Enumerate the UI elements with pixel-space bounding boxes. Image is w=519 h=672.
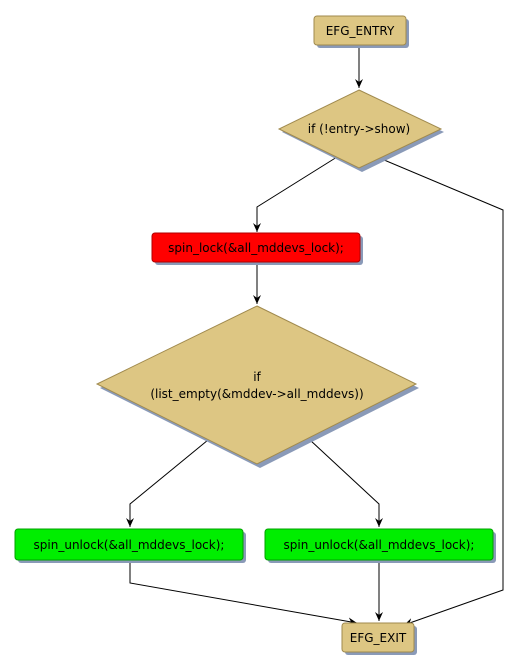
edges: [126, 46, 504, 626]
decision-empty-node: if (list_empty(&mddev->all_mddevs)): [95, 305, 419, 468]
entry-label: EFG_ENTRY: [326, 24, 395, 38]
spin-unlock-right-node: spin_unlock(&all_mddevs_lock);: [264, 528, 496, 563]
edge-show-to-exit: [376, 156, 504, 626]
decision-empty-label-line1: if: [253, 370, 261, 384]
spin-lock-label: spin_lock(&all_mddevs_lock);: [168, 241, 344, 255]
spin-lock-node: spin_lock(&all_mddevs_lock);: [151, 232, 363, 265]
spin-unlock-right-label: spin_unlock(&all_mddevs_lock);: [284, 538, 475, 552]
exit-label: EFG_EXIT: [350, 631, 407, 645]
spin-unlock-left-node: spin_unlock(&all_mddevs_lock);: [14, 528, 246, 563]
edge-show-to-spinlock: [253, 156, 338, 232]
edge-left-unlock-to-exit: [129, 561, 358, 626]
entry-node: EFG_ENTRY: [313, 15, 409, 48]
edge-empty-to-left-unlock: [126, 439, 209, 527]
decision-show-label: if (!entry->show): [308, 122, 410, 136]
decision-empty-label-line2: (list_empty(&mddev->all_mddevs)): [150, 387, 363, 401]
spin-unlock-left-label: spin_unlock(&all_mddevs_lock);: [34, 538, 225, 552]
decision-show-node: if (!entry->show): [277, 89, 444, 172]
edge-empty-to-right-unlock: [309, 439, 383, 527]
exit-node: EFG_EXIT: [341, 622, 417, 655]
